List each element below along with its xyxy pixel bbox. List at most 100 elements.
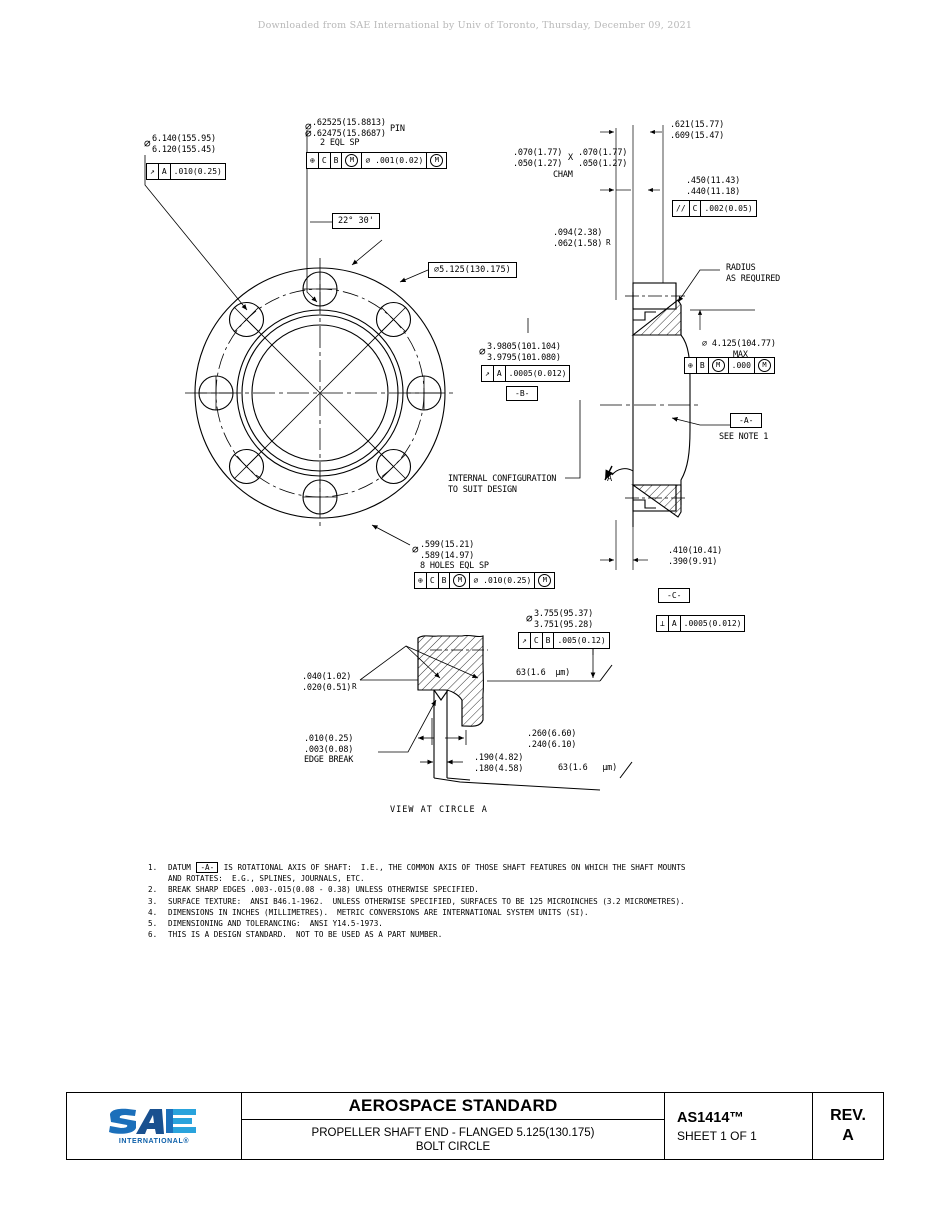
fcf-face-datum-b: B [543,633,555,648]
drawing-vector-canvas [144,125,755,791]
note-item: 5. DIMENSIONING AND TOLERANCING: ANSI Y1… [148,919,383,929]
runout-symbol-icon: ↗ [147,164,159,179]
side-view-centerlines [600,295,700,499]
label-pin-qty: 2 EQL SP [320,138,360,148]
side-section-view [611,282,691,527]
fcf-pilot-tolerance: .0005(0.012) [508,369,567,378]
dim-detail-radius: .040(1.02) .020(0.51) [302,672,352,693]
note-internal-configuration: INTERNAL CONFIGURATION TO SUIT DESIGN [448,474,557,495]
diameter-symbol-icon-face: ∅ [526,612,533,625]
fcf-tolerance: .010(0.25) [173,167,222,176]
document-identification: AS1414™ SHEET 1 OF 1 [665,1093,813,1159]
document-title: AEROSPACE STANDARD [242,1093,664,1120]
fcf-parallel-tolerance: .002(0.05) [704,204,753,213]
fcf-parallelism: // C .002(0.05) [672,200,757,217]
diameter-symbol-icon-holes: ∅ [412,543,419,556]
label-chamfer: CHAM [553,170,573,180]
dim-outer-diameter: 6.140(155.95) 6.120(155.45) [152,134,216,155]
dim-detail-thickness: .190(4.82) .180(4.58) [474,753,524,774]
fcf-holes-tolerance: ∅ .010(0.25) [470,573,536,588]
mmc-modifier-icon-2: M [427,153,446,168]
label-pin: PIN [390,124,405,134]
fcf-pilot-datum-a: A [494,366,506,381]
front-view-centerlines [185,258,455,528]
surface-finish-lower: 63(1.6 µm) [558,763,618,773]
sheet-number: SHEET 1 OF 1 [677,1128,757,1143]
fcf-pin-position: ⊕ C B M ∅ .001(0.02) M [306,152,448,169]
document-subtitle: PROPELLER SHAFT END - FLANGED 5.125(130.… [311,1126,595,1153]
note-item: 2. BREAK SHARP EDGES .003-.015(0.08 - 0.… [148,885,479,895]
fcf-perp-datum-a: A [669,616,681,631]
mmc-modifier-icon-3: M [709,358,729,373]
fcf-max-tolerance: .000 [729,358,755,373]
mmc-modifier-icon: M [342,153,363,168]
position-symbol-icon-holes: ⊕ [415,573,427,588]
label-max: MAX [733,350,748,360]
fcf-perp-tolerance: .0005(0.012) [683,619,742,628]
detail-view-label: VIEW AT CIRCLE A [390,805,488,815]
fcf-face-runout: ↗ C B .005(0.12) [518,632,610,649]
dim-detail-width: .260(6.60) .240(6.10) [527,729,577,750]
runout-symbol-icon-pilot: ↗ [482,366,494,381]
detail-radius-suffix: R [352,682,357,691]
title-block: INTERNATIONAL® AEROSPACE STANDARD PROPEL… [66,1092,884,1160]
dim-fillet-radius: .094(2.38) .062(1.58) [553,228,603,249]
fcf-pin-tolerance: ∅ .001(0.02) [362,153,428,168]
mmc-modifier-icon-5: M [450,573,471,588]
engineering-drawing: 6.140(155.95) 6.120(155.45) ∅ ↗ A .010(0… [144,118,780,815]
fcf-holes-position: ⊕ C B M ∅ .010(0.25) M [414,572,556,589]
mmc-modifier-icon-6: M [535,573,554,588]
note-text: DATUM -A- IS ROTATIONAL AXIS OF SHAFT: I… [168,862,686,884]
dim-face-diameter: 3.755(95.37) 3.751(95.28) [534,609,594,630]
sae-logo-subtext: INTERNATIONAL® [118,1138,190,1145]
datum-identifier-c: -C- [658,588,691,603]
sae-logo-mark [109,1108,196,1134]
inline-datum-a: -A- [196,862,219,873]
diameter-symbol-icon-pilot: ∅ [479,345,486,358]
fcf-max-position: ⊕ B M .000 M [684,357,775,374]
dim-bolt-circle: ∅5.125(130.175) [428,262,517,278]
diameter-symbol-icon-pin: ∅ [305,120,312,133]
parallelism-symbol-icon: // [673,201,690,216]
note-item: 6. THIS IS A DESIGN STANDARD. NOT TO BE … [148,930,443,940]
position-symbol-icon: ⊕ [307,153,319,168]
dimension-lines-right [600,125,755,570]
detail-dimension-lines [359,640,633,779]
diameter-symbol-icon-pin2: ∅ [305,127,312,140]
diameter-symbol-icon: ∅ [144,137,151,150]
document-number: AS1414™ [677,1109,744,1126]
download-notice: Downloaded from SAE International by Uni… [257,20,693,31]
dim-edge-break: .010(0.25) .003(0.08) EDGE BREAK [304,734,354,765]
dim-bolt-holes: .599(15.21) .589(14.97) 8 HOLES EQL SP [420,540,489,571]
fcf-holes-datum-b: B [439,573,451,588]
detail-view-circle-a [417,634,601,791]
fcf-max-datum-b: B [697,358,709,373]
chamfer-x-separator: X [568,153,573,163]
radius-suffix: R [606,238,611,247]
note-item: 4. DIMENSIONS IN INCHES (MILLIMETRES). M… [148,907,589,917]
dim-angle: 22° 30' [332,213,380,229]
dim-flange-thickness: .450(11.43) .440(11.18) [686,176,741,197]
dim-pin: .62525(15.8813) .62475(15.8687) [312,118,386,139]
fcf-face-datum-c: C [531,633,543,648]
perpendicularity-symbol-icon: ⊥ [657,616,669,631]
section-arrow-label-a: A [607,474,612,484]
datum-identifier-a: -A- [730,413,763,428]
fcf-perpendicularity: ⊥ A .0005(0.012) [656,615,746,632]
fcf-outer-diameter-runout: ↗ A .010(0.25) [146,163,226,180]
dim-chamfer-b: .070(1.77) .050(1.27) [578,148,628,169]
note-item: 1. DATUM -A- IS ROTATIONAL AXIS OF SHAFT… [148,862,808,884]
sae-logo: INTERNATIONAL® [67,1093,242,1159]
fcf-pilot-runout: ↗ A .0005(0.012) [481,365,571,382]
fcf-holes-datum-c: C [427,573,439,588]
revision-label: REV. [830,1107,866,1124]
dim-hub-thickness: .410(10.41) .390(9.91) [668,546,723,567]
dim-chamfer-a: .070(1.77) .050(1.27) [513,148,563,169]
title-block-center: AEROSPACE STANDARD PROPELLER SHAFT END -… [242,1093,665,1159]
surface-finish-upper: 63(1.6 µm) [516,668,571,678]
fcf-pin-datum-c: C [319,153,331,168]
dim-max-diameter: ∅ 4.125(104.77) [702,339,776,349]
datum-identifier-b: -B- [506,386,539,401]
revision-block: REV. A [813,1093,883,1159]
position-symbol-icon-max: ⊕ [685,358,697,373]
